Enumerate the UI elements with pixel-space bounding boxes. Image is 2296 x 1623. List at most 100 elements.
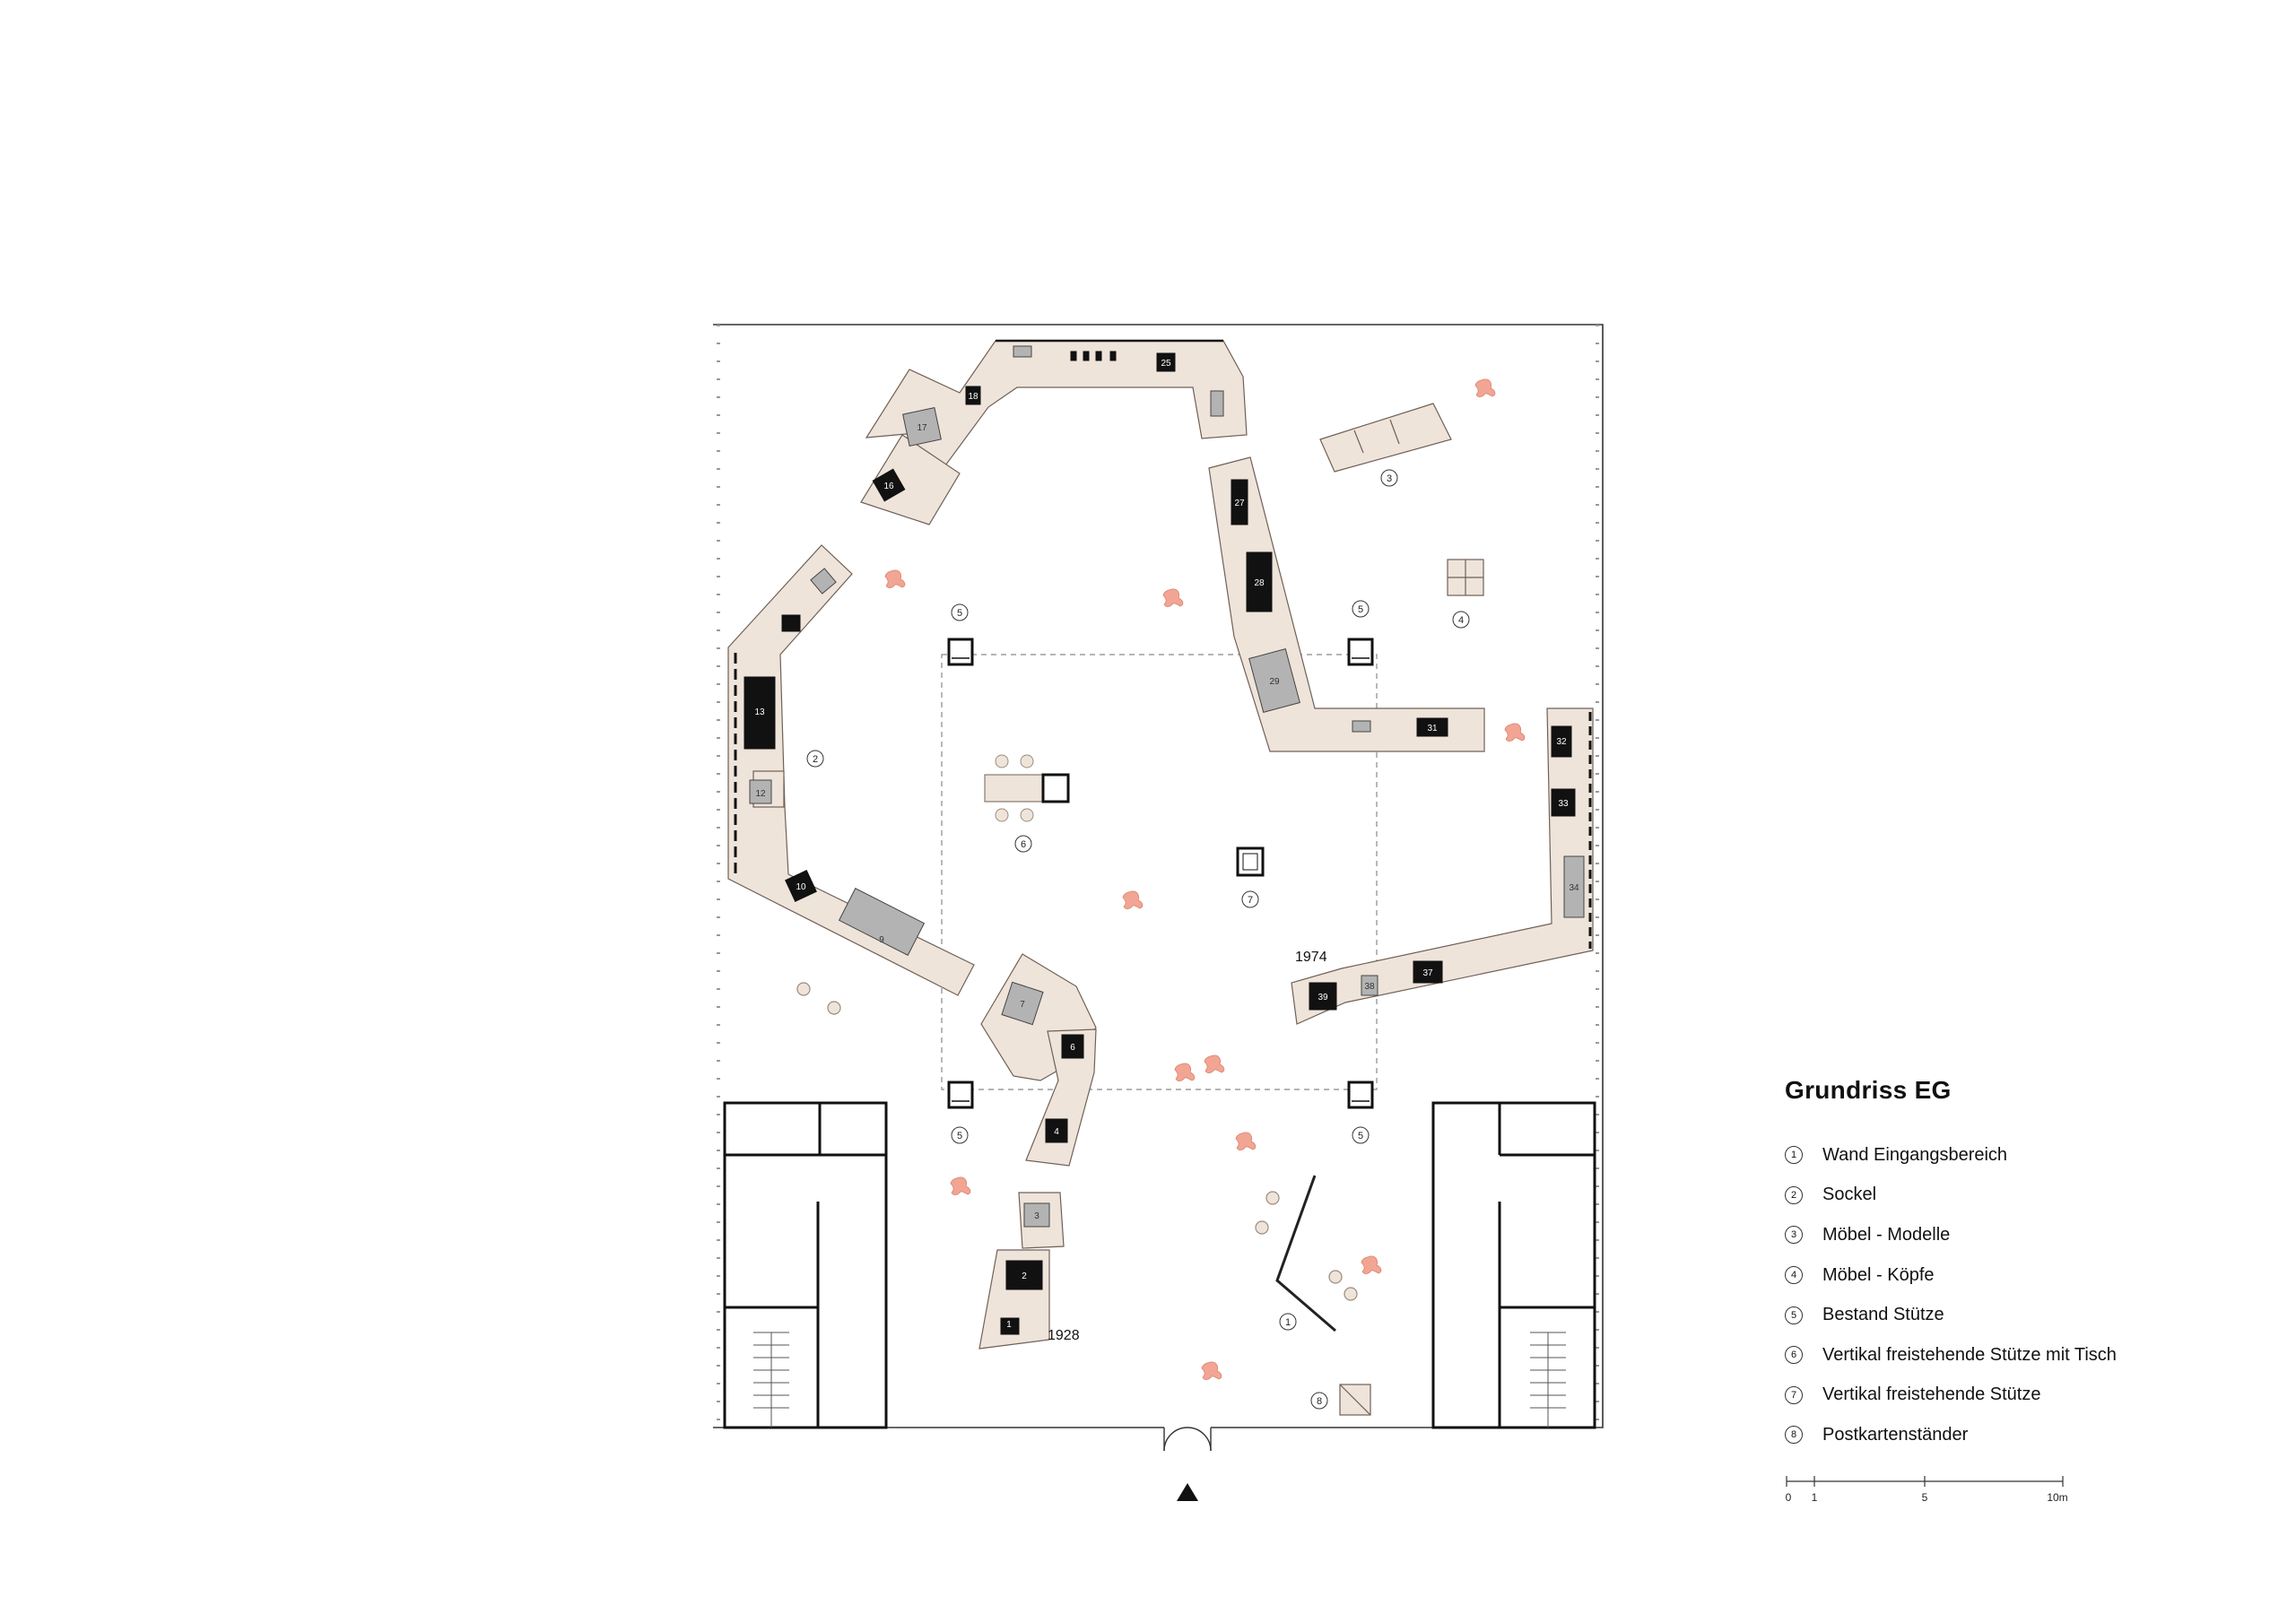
legend-label: Postkartenständer [1822, 1424, 1969, 1445]
legend-item: 1 Wand Eingangsbereich [1785, 1135, 2251, 1176]
stair-core-east [1431, 1101, 1596, 1429]
svg-text:7: 7 [1020, 1000, 1025, 1010]
marker-5d: 5 [1352, 1126, 1370, 1144]
svg-text:6: 6 [1021, 839, 1026, 850]
marker-5a: 5 [951, 603, 969, 621]
legend-item: 4 Möbel - Köpfe [1785, 1255, 2251, 1296]
marker-7: 7 [1241, 890, 1259, 908]
svg-text:4: 4 [1458, 615, 1464, 626]
entrance-wall [1275, 1175, 1336, 1332]
legend-number: 4 [1785, 1266, 1803, 1285]
legend-label: Vertikal freistehende Stütze [1822, 1384, 2041, 1405]
legend-list: 1 Wand Eingangsbereich 2 Sockel 3 Möbel - M… [1785, 1135, 2251, 1455]
entrance-doors [1163, 1427, 1212, 1452]
legend-number: 8 [1785, 1426, 1803, 1445]
svg-text:1: 1 [1006, 1320, 1012, 1330]
stools [796, 982, 1358, 1301]
svg-text:3: 3 [1387, 473, 1392, 484]
legend-item: 5 Bestand Stütze [1785, 1295, 2251, 1335]
svg-text:5: 5 [957, 608, 962, 619]
existing-columns [947, 638, 1374, 1109]
furniture-heads [1447, 559, 1484, 596]
svg-text:1: 1 [1285, 1317, 1291, 1328]
marker-5b: 5 [1352, 600, 1370, 618]
visitor-figures [884, 378, 1526, 1380]
marker-5c: 5 [951, 1126, 969, 1144]
svg-text:34: 34 [1569, 883, 1579, 893]
svg-text:7: 7 [1248, 895, 1253, 906]
entrance-arrow-icon [1177, 1483, 1198, 1501]
svg-text:5: 5 [1358, 1131, 1363, 1141]
plinth-east-lower [1291, 707, 1594, 1025]
marker-1: 1 [1279, 1313, 1297, 1331]
exhibits-grey [749, 345, 1585, 1228]
svg-text:5: 5 [1358, 604, 1363, 615]
svg-text:32: 32 [1556, 737, 1567, 747]
exhibits-dark [744, 351, 1576, 1335]
svg-text:12: 12 [755, 789, 766, 799]
svg-text:18: 18 [968, 392, 978, 402]
legend-item: 3 Möbel - Modelle [1785, 1215, 2251, 1255]
legend-title: Grundriss EG [1785, 1076, 1952, 1104]
stair-core-west [723, 1101, 888, 1429]
legend-item: 7 Vertikal freistehende Stütze [1785, 1376, 2251, 1416]
svg-text:13: 13 [754, 707, 765, 717]
legend-label: Wand Eingangsbereich [1822, 1144, 2008, 1165]
legend-item: 2 Sockel [1785, 1176, 2251, 1216]
svg-text:25: 25 [1161, 359, 1171, 369]
svg-text:3: 3 [1034, 1211, 1039, 1221]
plan-markers: 1 2 3 4 5 5 5 5 6 7 8 [806, 469, 1470, 1410]
svg-text:4: 4 [1054, 1127, 1059, 1137]
svg-text:31: 31 [1427, 724, 1438, 733]
svg-text:28: 28 [1254, 578, 1265, 588]
structural-grid [941, 654, 1378, 1090]
legend-label: Sockel [1822, 1185, 1877, 1205]
legend-number: 2 [1785, 1185, 1803, 1204]
svg-text:17: 17 [917, 423, 927, 433]
svg-text:8: 8 [1317, 1396, 1322, 1407]
marker-3: 3 [1380, 469, 1398, 487]
plinth-central [980, 953, 1097, 1167]
furniture-models [1319, 403, 1452, 473]
legend-label: Vertikal freistehende Stütze mit Tisch [1822, 1344, 2117, 1365]
svg-text:2: 2 [1022, 1271, 1027, 1281]
marker-8: 8 [1310, 1392, 1328, 1410]
svg-text:33: 33 [1558, 799, 1569, 809]
svg-text:29: 29 [1269, 677, 1280, 687]
legend-number: 3 [1785, 1226, 1803, 1245]
svg-text:37: 37 [1422, 968, 1433, 978]
svg-text:6: 6 [1070, 1043, 1075, 1053]
year-1974-label: 1974 [1295, 950, 1327, 965]
marker-4: 4 [1452, 611, 1470, 629]
scale-tick: 0 [1786, 1491, 1792, 1504]
legend-number: 1 [1785, 1146, 1803, 1165]
building-outline [713, 324, 1604, 1428]
svg-text:9: 9 [879, 935, 884, 945]
legend-label: Möbel - Modelle [1822, 1224, 1951, 1245]
marker-6: 6 [1014, 835, 1032, 853]
legend-number: 7 [1785, 1385, 1803, 1404]
legend-item: 8 Postkartenständer [1785, 1415, 2251, 1455]
legend-number: 5 [1785, 1306, 1803, 1324]
plinth-north [860, 339, 1248, 525]
svg-text:10: 10 [796, 882, 806, 892]
postcard-stand [1339, 1384, 1371, 1416]
plinth-west [727, 544, 975, 996]
year-1928-label: 1928 [1048, 1328, 1080, 1343]
svg-text:5: 5 [957, 1131, 962, 1141]
svg-text:38: 38 [1364, 982, 1375, 992]
legend: Grundriss EG 1 Wand Eingangsbereich 2 Sock… [1785, 1076, 2251, 1455]
column-with-table [984, 754, 1070, 822]
scale-tick: 1 [1812, 1491, 1818, 1504]
marker-2: 2 [806, 750, 824, 768]
svg-text:16: 16 [883, 482, 894, 491]
exhibit-labels: 1 2 3 4 6 7 9 10 12 13 16 17 18 25 27 28… [754, 359, 1579, 1330]
freestanding-column [1236, 846, 1265, 877]
legend-label: Bestand Stütze [1822, 1305, 1944, 1325]
scale-bar: 0 1 5 10m [1786, 1476, 2068, 1504]
svg-text:39: 39 [1318, 993, 1328, 1002]
scale-tick: 10m [2047, 1491, 2067, 1504]
legend-label: Möbel - Köpfe [1822, 1264, 1935, 1285]
